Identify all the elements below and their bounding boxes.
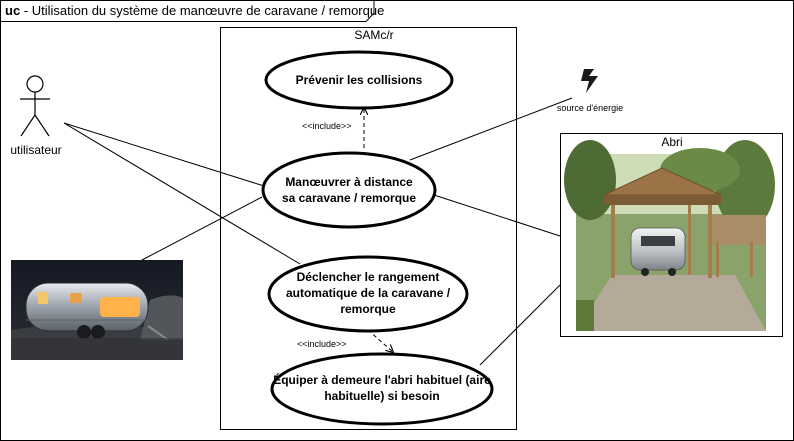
caravan-photo — [11, 260, 183, 360]
association-caravan-uc2 — [141, 196, 263, 261]
actor-user-label: utilisateur — [10, 143, 61, 157]
shelter-label: Abri — [661, 135, 682, 149]
association-user-uc2 — [63, 122, 265, 187]
use-case-label: Prévenir les collisions — [296, 73, 423, 87]
use-case-label: Manœuvrer à distance — [285, 175, 413, 189]
use-case-prevenir: Prévenir les collisions — [264, 50, 454, 110]
use-case-label: habituelle) si besoin — [324, 389, 439, 403]
use-case-manoeuvrer: Manœuvrer à distance sa caravane / remor… — [261, 151, 437, 229]
actor-energy-label: source d'énergie — [557, 103, 623, 113]
use-case-label: sa caravane / remorque — [282, 191, 416, 205]
use-case-label: remorque — [340, 302, 396, 316]
association-shelter-uc4 — [479, 284, 561, 366]
associations — [63, 97, 573, 366]
stick-figure-icon — [20, 75, 50, 137]
include-label-1: <<include>> — [302, 121, 352, 131]
association-user-uc3 — [63, 122, 301, 265]
frame-title-tab — [0, 0, 375, 22]
frame-title: uc - Utilisation du système de manœuvre … — [5, 3, 384, 18]
use-case-declencher: Déclencher le rangement automatique de l… — [267, 255, 469, 333]
include-uc3-uc4 — [367, 329, 393, 352]
use-case-label: Équiper à demeure l'abri habituel (aire — [273, 372, 491, 387]
system-name: SAMc/r — [354, 28, 393, 42]
include-label-2: <<include>> — [297, 339, 347, 349]
use-case-label: Déclencher le rangement — [297, 270, 440, 284]
association-energy-uc2 — [409, 97, 573, 161]
shelter-photo — [564, 140, 775, 331]
lightning-icon — [581, 69, 598, 93]
association-shelter-uc2 — [433, 194, 561, 237]
use-case-label: automatique de la caravane / — [286, 286, 451, 300]
use-case-equiper: Équiper à demeure l'abri habituel (aire … — [270, 352, 494, 426]
